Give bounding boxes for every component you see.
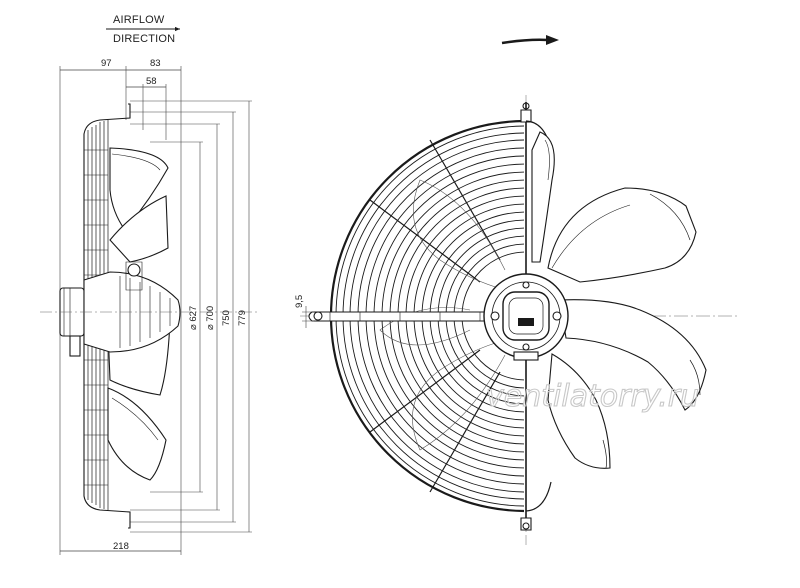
airflow-direction-label: AIRFLOW DIRECTION	[106, 14, 180, 45]
rotation-arrow-icon	[501, 35, 559, 45]
dimension-627: ⌀ 627	[188, 306, 199, 330]
dimension-83: 83	[150, 58, 161, 69]
airflow-label-line1: AIRFLOW	[113, 14, 165, 26]
fan-front-view	[300, 95, 740, 545]
dimension-700: ⌀ 700	[205, 306, 216, 330]
dimension-779: 779	[237, 310, 248, 326]
front-view-dimension: 9,5	[294, 295, 314, 328]
side-view-dimensions: 97 83 58 218 ⌀ 627 ⌀ 700 750 779	[101, 58, 248, 552]
dimension-9-5: 9,5	[294, 295, 305, 308]
dimension-750: 750	[221, 310, 232, 326]
dimension-58: 58	[146, 76, 157, 87]
dimension-97: 97	[101, 58, 112, 69]
fan-side-view	[40, 66, 260, 555]
dimension-218: 218	[113, 541, 129, 552]
airflow-label-line2: DIRECTION	[113, 33, 175, 45]
watermark-text: ventilatorry.ru	[486, 379, 699, 414]
